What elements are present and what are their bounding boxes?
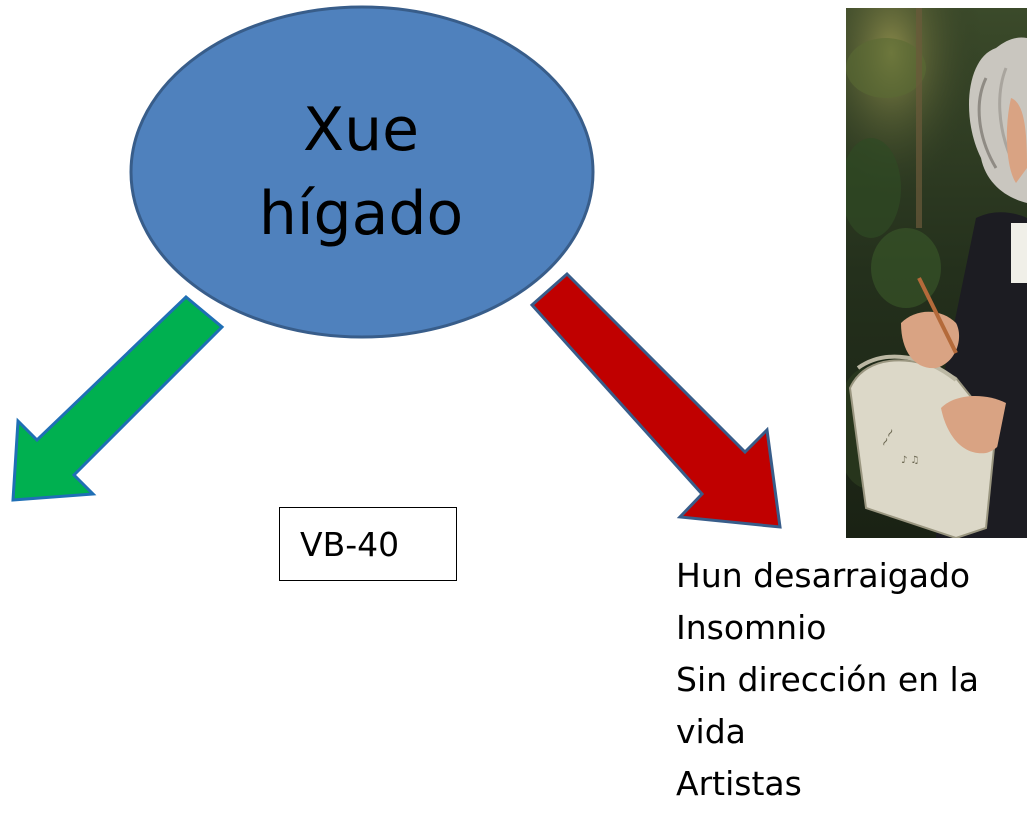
acupoint-box: VB-40 xyxy=(279,507,457,581)
portrait-illustration: ~~ ♪ ♫ xyxy=(846,8,1027,538)
symptom-item: vida xyxy=(676,712,746,751)
bubble-line-1: Xue xyxy=(302,95,420,165)
bubble-label: Xue hígado xyxy=(130,88,592,256)
symptom-item: Hun desarraigado xyxy=(676,556,971,595)
symptom-list: Hun desarraigado Insomnio Sin dirección … xyxy=(676,550,1027,810)
green-arrow-left xyxy=(11,294,225,502)
svg-text:♪ ♫: ♪ ♫ xyxy=(901,455,920,466)
portrait-painting-image: ~~ ♪ ♫ xyxy=(846,8,1027,538)
bubble-line-2: hígado xyxy=(258,179,464,249)
acupoint-label: VB-40 xyxy=(300,525,400,564)
symptom-item: Sin dirección en la xyxy=(676,660,979,699)
symptom-item: Artistas xyxy=(676,764,802,803)
symptom-item: Insomnio xyxy=(676,608,827,647)
xue-higado-bubble xyxy=(129,5,595,339)
red-arrow-right xyxy=(529,271,782,529)
